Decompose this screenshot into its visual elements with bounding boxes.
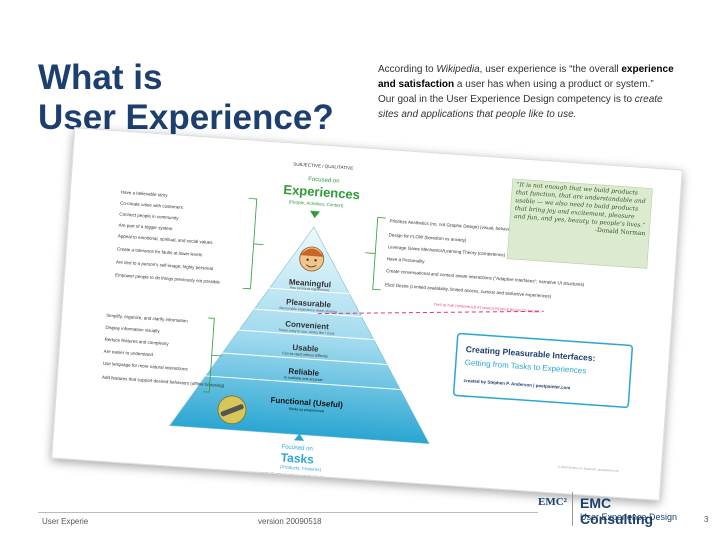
- arrow-down-icon: [310, 211, 320, 219]
- list-item: Are tied to a person's self-image; highl…: [116, 259, 213, 271]
- footer-version: version 20090518: [258, 517, 322, 526]
- list-item: Connect people in community: [119, 211, 179, 220]
- ux-pyramid-diagram: SUBJECTIVE / QUALITATIVE Focused on Expe…: [52, 128, 682, 500]
- page-number: 3: [704, 515, 708, 524]
- list-item: Empower people to do things previously n…: [115, 272, 221, 284]
- right-bracket: [363, 217, 386, 290]
- objective-label: OBJECTIVE / QUANTIFIABLE: [261, 471, 322, 480]
- logo-subtitle: User Experience Design: [580, 512, 677, 522]
- quote-text: “It is not enough that we build products…: [514, 181, 646, 229]
- intro-paragraph-1: According to Wikipedia, user experience …: [378, 62, 678, 92]
- tasks-sub: (Products, Features): [280, 464, 322, 472]
- left-top-list: Have a believable story Co-create value …: [115, 190, 226, 285]
- list-item: Create a tolerance for faults at lower l…: [117, 246, 203, 257]
- logo-name: EMC Consulting: [580, 495, 688, 527]
- list-item: Have a believable story: [121, 190, 169, 198]
- emc-logo-mark: EMC²: [538, 496, 567, 508]
- subjective-label: SUBJECTIVE / QUALITATIVE: [293, 161, 353, 170]
- threshold-note: THIS IS THE THRESHOLD AT WHICH PEOPLE BE…: [434, 303, 542, 315]
- intro-paragraph-2: Our goal in the User Experience Design c…: [378, 92, 678, 122]
- list-item: Display information visually: [105, 325, 160, 334]
- list-item: Simplify, organize, and clarify informat…: [106, 313, 188, 324]
- slide-title-line-1: What is: [38, 58, 334, 98]
- list-item: Reduce features and complexity: [104, 337, 169, 347]
- list-item: Use language for more natural interactio…: [103, 361, 189, 372]
- logo-separator: [572, 492, 573, 526]
- footer-divider: [38, 512, 538, 513]
- list-item: Co-create value with customers: [120, 201, 184, 210]
- list-item: Elicit Desire (Limited availability, lim…: [385, 282, 552, 299]
- intro-text: According to Wikipedia, user experience …: [378, 62, 678, 122]
- left-top-bracket: [242, 198, 266, 289]
- list-item: Have a Personality: [387, 256, 426, 264]
- copyright-text: © 2009 Stephen P. Anderson, poetpainter.…: [558, 465, 620, 473]
- footer-title: User Experie: [42, 517, 88, 526]
- slide-title: What is User Experience?: [38, 58, 334, 138]
- title-box: Creating Pleasurable Interfaces: Getting…: [454, 333, 633, 407]
- list-item: Leverage Game Mechanics/Learning Theory …: [388, 244, 506, 257]
- list-item: Appeal to emotional, spiritual, and soci…: [118, 233, 214, 245]
- list-item: Design for FLOW (boredom vs anxiety): [388, 232, 467, 242]
- emc-consulting-logo: EMC² EMC Consulting User Experience Desi…: [538, 492, 688, 532]
- list-item: Are easier to understand: [104, 349, 154, 357]
- ux-pyramid-card: SUBJECTIVE / QUALITATIVE Focused on Expe…: [51, 127, 683, 501]
- quote-box: “It is not enough that we build products…: [507, 179, 652, 269]
- list-item: Are part of a bigger system: [118, 222, 172, 231]
